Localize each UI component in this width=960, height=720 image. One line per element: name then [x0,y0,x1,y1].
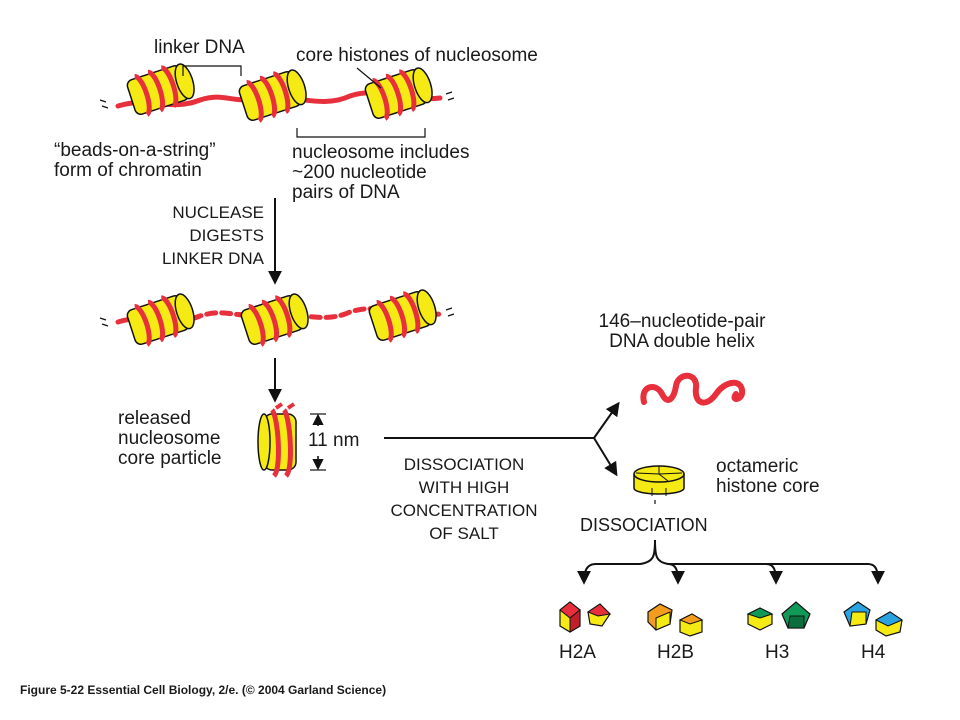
dissociation-tree [577,539,885,585]
beads-on-a-string [99,63,455,123]
h2b-label: H2B [657,642,694,663]
size-dimension [310,413,326,471]
nucleosome-3 [364,67,433,121]
h2a-label: H2A [559,642,596,663]
linker-dna-label: linker DNA [154,37,245,58]
nucleosome-2 [238,69,307,123]
size-label: 11 nm [308,430,360,451]
core-histones-label: core histones of nucleosome [296,45,538,66]
salt-dissociation-arrow [384,401,620,477]
dna-double-helix [640,372,746,406]
core-particle [257,402,297,478]
h4-histones [843,601,904,637]
released-particle-label: released nucleosome core particle [118,408,222,469]
octameric-core-label: octameric histone core [716,456,820,497]
linker-dna-bracket [182,65,242,76]
core-histones-pointer [356,67,382,89]
dna-helix-label: 146–nucleotide-pair DNA double helix [598,311,766,352]
salt-dissociation-label: DISSOCIATION WITH HIGH CONCENTRATION OF … [390,455,538,543]
h2b-histones [647,603,704,637]
dissociation-label: DISSOCIATION [580,515,708,535]
octameric-core [633,465,685,504]
nucleosome-4 [126,293,195,347]
nucleosome-5 [240,293,309,347]
h3-histones [746,601,811,631]
digested-chromatin [99,289,455,347]
nucleosome-includes-label: nucleosome includes ~200 nucleotide pair… [292,142,470,203]
nucleosome-6 [368,289,437,343]
h3-label: H3 [765,642,790,663]
h4-label: H4 [861,642,886,663]
beads-on-a-string-label: “beads-on-a-string” form of chromatin [54,140,216,181]
nuclease-label: NUCLEASE DIGESTS LINKER DNA [161,203,264,268]
figure-caption: Figure 5-22 Essential Cell Biology, 2/e.… [20,683,387,697]
nucleosome-1 [126,63,195,117]
nucleosome-bracket [296,128,426,138]
h2a-histones [559,601,612,633]
